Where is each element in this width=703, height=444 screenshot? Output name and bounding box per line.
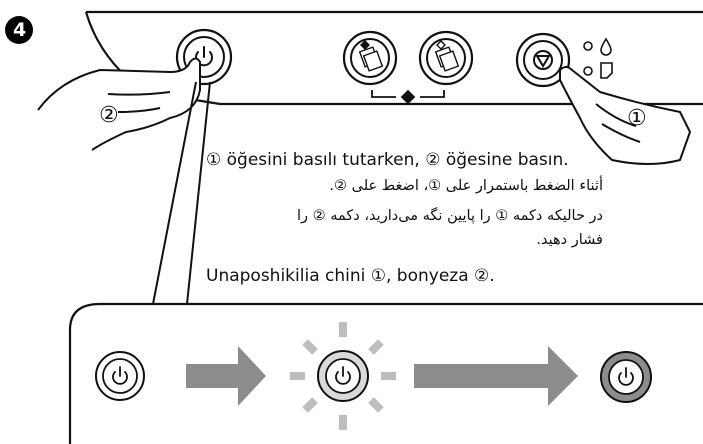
bw-copy-button[interactable] bbox=[418, 30, 474, 86]
power-on-state bbox=[600, 351, 652, 403]
color-copy-button[interactable] bbox=[342, 30, 398, 86]
ink-drop-icon bbox=[600, 37, 612, 56]
power-icon bbox=[195, 46, 213, 67]
status-indicators bbox=[583, 37, 613, 79]
power-blinking-state bbox=[290, 322, 396, 430]
left-hand bbox=[37, 57, 201, 151]
hand-label-right: ① bbox=[627, 106, 647, 131]
step-badge bbox=[5, 16, 33, 44]
instruction-persian-line2: فشار دهید. bbox=[536, 232, 603, 248]
copy-bracket bbox=[371, 89, 445, 105]
instruction-arabic: أثناء الضغط باستمرار على ①، اضغط على ②. bbox=[329, 178, 603, 194]
callout-lines bbox=[152, 81, 211, 305]
hand-label-left: ② bbox=[99, 103, 119, 128]
stop-button[interactable] bbox=[515, 32, 571, 88]
arrow-right bbox=[414, 346, 578, 406]
copy-color-icon bbox=[358, 40, 384, 72]
right-hand bbox=[559, 66, 691, 165]
copy-bw-icon bbox=[434, 40, 460, 72]
power-off-state bbox=[95, 351, 145, 401]
instruction-swahili: Unaposhikilia chini ①, bonyeza ②. bbox=[206, 266, 495, 286]
instruction-turkish: ① öğesini basılı tutarken, ② öğesine bas… bbox=[206, 150, 569, 170]
step-number: 4 bbox=[13, 19, 27, 41]
arrow-right bbox=[186, 346, 266, 406]
stop-icon bbox=[533, 50, 553, 70]
paper-icon bbox=[600, 62, 613, 79]
instruction-persian-line1: در حالیکه دکمه ① را پایین نگه می‌دارید، … bbox=[297, 208, 603, 224]
